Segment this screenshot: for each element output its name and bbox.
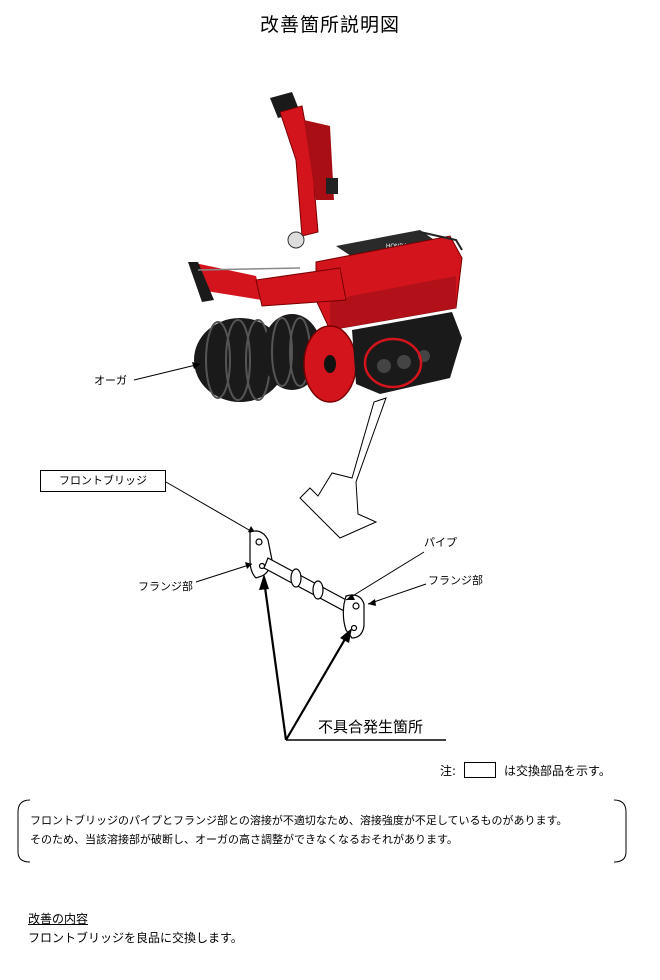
description-line-1: フロントブリッジのパイプとフランジ部との溶接が不適切なため、溶接強度が不足してい… xyxy=(30,814,568,827)
snowblower-illustration: HONDA xyxy=(188,92,463,403)
replacement-note: 注: は交換部品を示す。 xyxy=(440,762,611,779)
label-defect-location: 不具合発生箇所 xyxy=(318,718,424,736)
label-pipe: パイプ xyxy=(424,536,457,549)
defect-description: フロントブリッジのパイプとフランジ部との溶接が不適切なため、溶接強度が不足してい… xyxy=(16,800,628,862)
improvement-heading: 改善の内容 xyxy=(28,912,89,926)
zoom-arrow xyxy=(299,397,387,539)
auger-arrow xyxy=(133,363,201,381)
label-auger: オーガ xyxy=(94,374,127,387)
description-line-2: そのため、当該溶接部が破断し、オーガの高さ調整ができなくなるおそれがあります。 xyxy=(30,833,458,846)
label-front-bridge: フロントブリッジ xyxy=(40,470,166,492)
label-flange-left: フランジ部 xyxy=(138,580,193,593)
improvement-body: フロントブリッジを良品に交換します。 xyxy=(28,931,243,945)
front-bridge-illustration xyxy=(249,530,365,639)
label-flange-right: フランジ部 xyxy=(428,574,483,587)
note-suffix: は交換部品を示す。 xyxy=(504,764,611,778)
replacement-part-swatch xyxy=(464,762,497,778)
page-title: 改善箇所説明図 xyxy=(259,14,400,36)
note-prefix: 注: xyxy=(440,764,457,778)
